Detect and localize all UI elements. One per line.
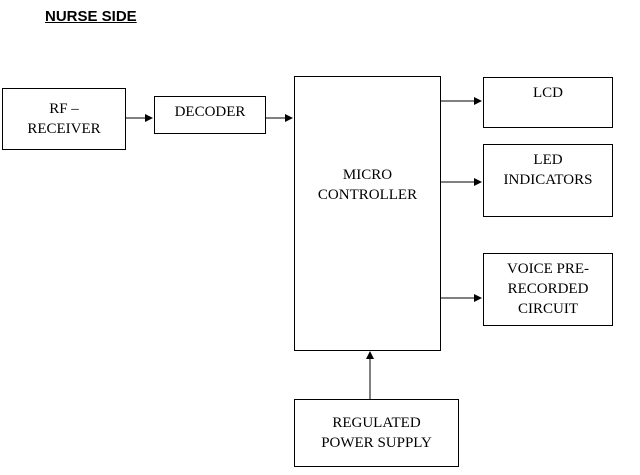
microcontroller-block: MICRO CONTROLLER — [294, 76, 441, 351]
decoder-block: DECODER — [154, 96, 266, 134]
lcd-label: LCD — [533, 85, 563, 101]
decoder-label: DECODER — [174, 104, 246, 120]
voice-circuit-block: VOICE PRE- RECORDED CIRCUIT — [483, 253, 613, 326]
led-indicators-line-2: INDICATORS — [503, 172, 593, 188]
voice-circuit-line-2: RECORDED — [507, 281, 589, 297]
power-supply-line-2: POWER SUPPLY — [321, 435, 432, 451]
microcontroller-line-1: MICRO — [342, 167, 393, 183]
led-indicators-line-1: LED — [533, 152, 563, 168]
lcd-block: LCD — [483, 77, 613, 128]
led-indicators-block: LED INDICATORS — [483, 144, 613, 217]
power-supply-line-1: REGULATED — [332, 415, 421, 431]
rf-receiver-line-2: RECEIVER — [27, 121, 101, 137]
voice-circuit-line-1: VOICE PRE- — [506, 261, 590, 277]
power-supply-block: REGULATED POWER SUPPLY — [294, 399, 459, 467]
rf-receiver-block: RF – RECEIVER — [2, 88, 126, 150]
microcontroller-line-2: CONTROLLER — [317, 187, 418, 203]
rf-receiver-line-1: RF – — [49, 101, 79, 117]
page-title: NURSE SIDE — [45, 8, 137, 25]
voice-circuit-line-3: CIRCUIT — [518, 301, 578, 317]
